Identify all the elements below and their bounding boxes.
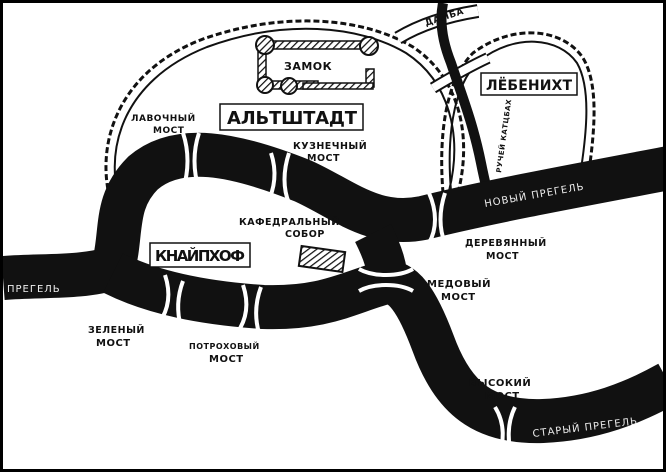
bridge-label-zeleny-1: ЗЕЛЕНЫЙ — [88, 324, 145, 336]
bridge-label-lavochny-1: ЛАВОЧНЫЙ — [131, 112, 196, 124]
bridge-label-kuznechny-2: МОСТ — [307, 153, 340, 164]
bridge-label-vysoky-1: ВЫСОКИЙ — [469, 376, 531, 389]
altstadt-box — [219, 103, 364, 131]
lobenicht-wall — [440, 31, 596, 194]
bridge-label-vysoky-2: МОСТ — [485, 391, 520, 402]
lobenicht-box — [480, 72, 578, 96]
bridge-zeleny[interactable] — [157, 274, 185, 328]
stream-label: РУЧЕЙ КАТЦБАХ — [494, 98, 513, 173]
bridge-label-derevyanny-1: ДЕРЕВЯННЫЙ — [465, 237, 547, 249]
bridge-label-potrohovy-2: МОСТ — [209, 354, 244, 365]
dam-crossing-surface — [430, 54, 490, 92]
bridge-potrohovy[interactable] — [235, 284, 263, 335]
district-altstadt: АЛЬТШТАДТ — [227, 108, 358, 129]
river-label-pregel: ПРЕГЕЛЬ — [7, 284, 61, 295]
river-pregel — [3, 132, 663, 300]
stream — [436, 3, 496, 210]
bridge-medovy[interactable] — [358, 267, 414, 293]
cathedral-icon — [297, 244, 347, 274]
konigsberg-map: ЗАМОК КАФЕДРАЛЬНЫЙ СОБОР АЛЬТШТАДТ КНАЙП… — [3, 3, 663, 460]
bridge-label-zeleny-2: МОСТ — [96, 338, 131, 349]
river-lower-channel — [103, 253, 663, 444]
cathedral-label-line1: КАФЕДРАЛЬНЫЙ — [239, 216, 340, 228]
bridge-label-medovy-2: МОСТ — [441, 292, 476, 303]
bridge-lavochny[interactable] — [181, 132, 201, 190]
bridge-label-medovy-1: МЕДОВЫЙ — [427, 277, 491, 290]
castle-icon — [255, 35, 379, 95]
district-lobenicht: ЛЁБЕНИХТ — [486, 77, 572, 94]
bridge-label-kuznechny-1: КУЗНЕЧНЫЙ — [293, 140, 367, 152]
bridge-derevyanny[interactable] — [427, 192, 447, 244]
kneiphof-box — [149, 242, 251, 268]
cathedral-label-line2: СОБОР — [285, 229, 325, 240]
bridge-label-derevyanny-2: МОСТ — [486, 251, 519, 262]
bridge-vysoky[interactable] — [493, 405, 517, 460]
lobenicht-wall-inner — [448, 40, 588, 192]
castle-label: ЗАМОК — [284, 60, 332, 73]
bridge-label-lavochny-2: МОСТ — [153, 126, 185, 136]
district-kneiphof: КНАЙПХОФ — [155, 246, 245, 265]
river-connector — [355, 224, 408, 286]
bridge-label-potrohovy-1: ПОТРОХОВЫЙ — [189, 340, 260, 351]
bridge-kuznechny[interactable] — [265, 152, 291, 204]
